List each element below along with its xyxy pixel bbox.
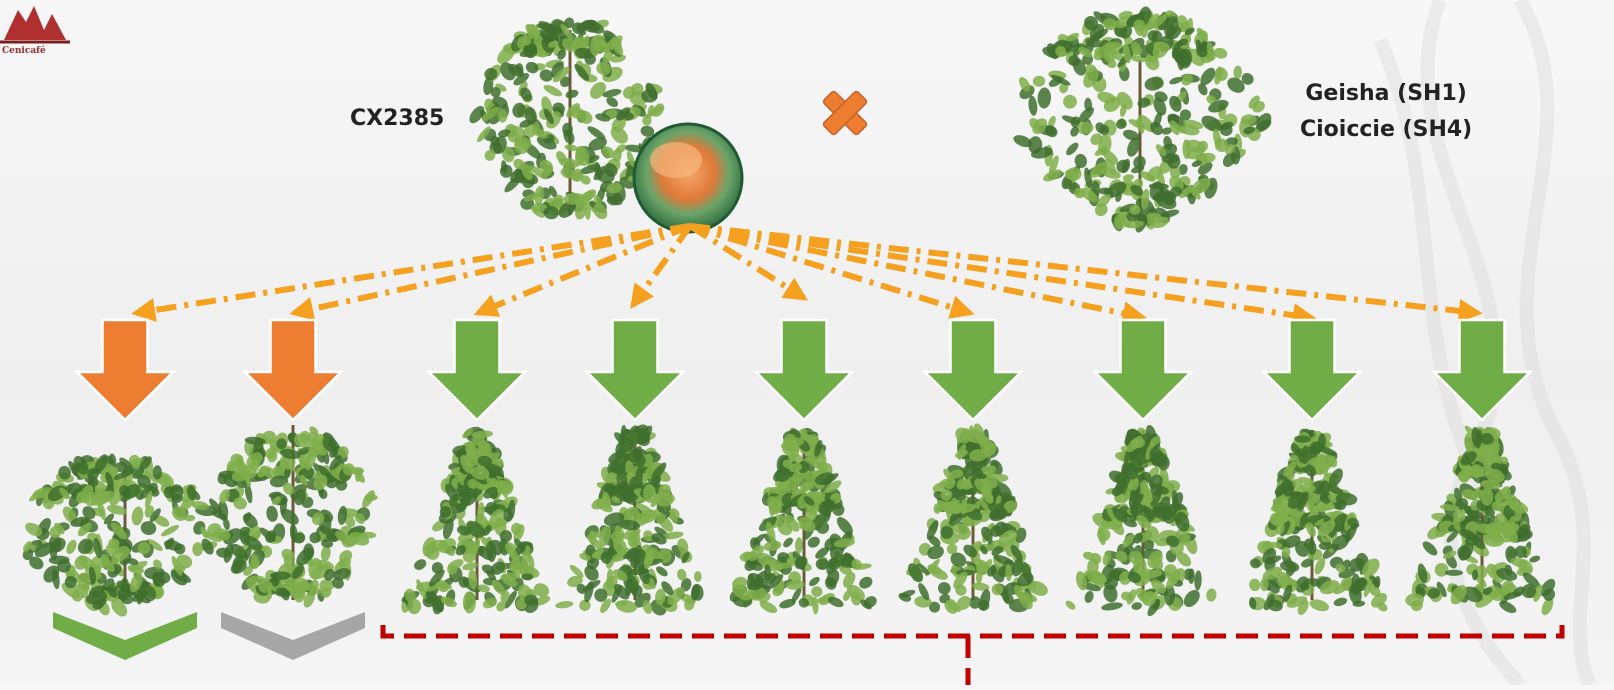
offspring-7 xyxy=(1065,318,1217,617)
offspring-plant xyxy=(401,426,551,615)
offspring-link-1 xyxy=(131,223,691,322)
down-arrow-icon xyxy=(1260,318,1364,422)
down-arrow-icon xyxy=(73,318,177,422)
offspring-8 xyxy=(1249,318,1388,615)
offspring-4 xyxy=(555,318,704,616)
offspring-6 xyxy=(898,318,1048,614)
offspring-plant xyxy=(555,424,704,616)
down-arrow-icon xyxy=(752,318,856,422)
offspring-9 xyxy=(1405,318,1556,616)
parent-right-line-2: Cioiccie (SH4) xyxy=(1300,117,1473,142)
down-arrow-icon xyxy=(425,318,529,422)
parent-plant-cx2385 xyxy=(469,17,665,220)
chevron-down-icon xyxy=(53,612,197,660)
offspring-plant xyxy=(1065,424,1217,617)
down-arrow-icon xyxy=(1430,318,1534,422)
logo: Cenicafé xyxy=(0,0,76,60)
logo-emblem-icon xyxy=(0,6,70,44)
down-arrow-icon xyxy=(921,318,1025,422)
parent-left-label: CX2385 xyxy=(350,106,445,131)
offspring-plant xyxy=(1405,425,1556,616)
cross-icon xyxy=(822,90,868,136)
offspring-link-6 xyxy=(689,223,975,319)
logo-text: Cenicafé xyxy=(2,46,46,56)
parent-right-line-1: Geisha (SH1) xyxy=(1305,81,1467,106)
seed-icon xyxy=(632,122,744,234)
offspring-2 xyxy=(209,318,378,660)
down-arrow-icon xyxy=(583,318,687,422)
chevron-down-icon xyxy=(221,612,365,660)
offspring-link-2 xyxy=(289,223,691,321)
offspring-plant xyxy=(729,427,877,615)
offspring-link-3 xyxy=(473,223,692,317)
offspring-plant xyxy=(898,423,1048,614)
parent-right-label: Geisha (SH1) Cioiccie (SH4) xyxy=(1300,76,1472,148)
parent-plant-geisha xyxy=(1013,6,1272,233)
down-arrow-icon xyxy=(1091,318,1195,422)
offspring-1 xyxy=(22,318,222,660)
offspring-link-7 xyxy=(689,223,1147,325)
offspring-plant xyxy=(22,453,222,617)
offspring-link-8 xyxy=(689,223,1317,328)
offspring-row xyxy=(22,318,1556,660)
offspring-plant xyxy=(209,425,378,608)
offspring-3 xyxy=(401,318,551,615)
offspring-plant xyxy=(1249,428,1388,615)
offspring-link-4 xyxy=(630,224,693,309)
offspring-link-9 xyxy=(689,223,1483,323)
group-bracket xyxy=(380,625,1565,685)
offspring-lines xyxy=(131,223,1483,328)
offspring-5 xyxy=(729,318,877,615)
down-arrow-icon xyxy=(241,318,345,422)
